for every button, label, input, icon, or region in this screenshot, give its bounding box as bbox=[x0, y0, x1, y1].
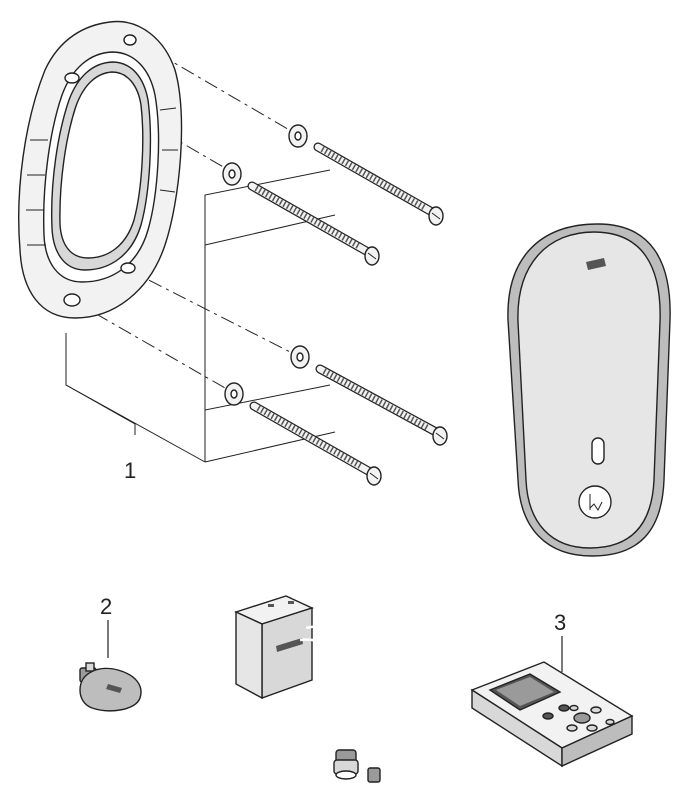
callout-3: 3 bbox=[554, 610, 566, 672]
remote-control bbox=[470, 661, 634, 768]
washer-2 bbox=[222, 162, 242, 186]
sensor-window-icon bbox=[591, 437, 605, 465]
callout-lines-group-1 bbox=[65, 169, 336, 463]
power-module bbox=[234, 595, 381, 783]
screw-2 bbox=[247, 181, 380, 266]
key-tool bbox=[79, 662, 142, 712]
callout-2: 2 bbox=[100, 594, 112, 658]
callout-label-1: 1 bbox=[124, 458, 136, 483]
callout-label-3: 3 bbox=[554, 610, 566, 635]
washer-4 bbox=[224, 382, 244, 406]
remote-buttons-icon bbox=[542, 704, 615, 732]
brand-logo-icon bbox=[586, 258, 606, 270]
screw-1 bbox=[313, 142, 444, 226]
washer-1 bbox=[288, 124, 308, 148]
screw-4 bbox=[249, 401, 382, 486]
remote-display-icon bbox=[488, 673, 562, 711]
touch-symbol-icon bbox=[578, 485, 612, 519]
mounting-frame bbox=[18, 20, 183, 319]
washer-3 bbox=[290, 345, 310, 369]
screw-3 bbox=[315, 364, 448, 446]
callout-label-2: 2 bbox=[100, 594, 112, 619]
callout-1: 1 bbox=[124, 458, 136, 483]
cover-plate bbox=[507, 223, 671, 557]
